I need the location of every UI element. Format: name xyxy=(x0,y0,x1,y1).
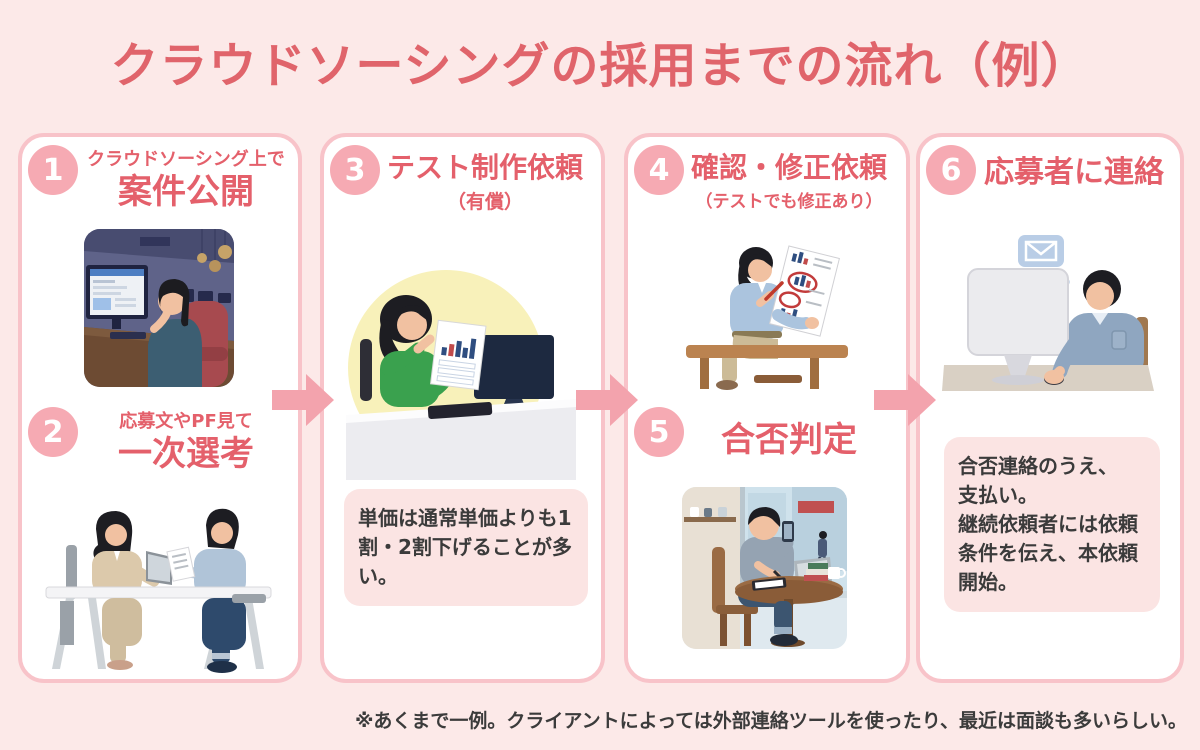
step-1-badge: 1 xyxy=(28,145,78,195)
step-4-title: 確認・修正依頼 xyxy=(690,151,887,184)
step-6-header: 応募者に連絡 xyxy=(974,155,1174,191)
step-2-header: 応募文やPF見て 一次選考 xyxy=(76,411,296,475)
illustration-two-people-reviewing-applications xyxy=(36,489,281,674)
illustration-woman-browsing-office-computer xyxy=(84,229,234,387)
card-step-4-5: 4 確認・修正依頼 （テストでも修正あり） xyxy=(624,133,910,683)
step-6-contact-note: 合否連絡のうえ、 支払い。 継続依頼者には依頼条件を伝え、本依頼開始。 xyxy=(944,437,1160,612)
footnote: ※あくまで一例。クライアントによっては外部連絡ツールを使ったり、最近は面談も多い… xyxy=(354,710,1187,732)
step-1-header: クラウドソーシング上で 案件公開 xyxy=(76,149,296,213)
step-2-title: 一次選考 xyxy=(118,433,254,474)
step-3-badge: 3 xyxy=(330,145,380,195)
step-3-note-under: （有償） xyxy=(446,190,523,213)
illustration-man-emailing-applicant-at-computer xyxy=(942,229,1157,404)
illustration-man-deciding-at-cafe-with-phone xyxy=(682,487,847,649)
step-3-header: テスト制作依頼 （有償） xyxy=(376,151,594,214)
step-6-badge: 6 xyxy=(926,145,976,195)
step-2-subtitle: 応募文やPF見て xyxy=(119,411,253,432)
step-5-badge: 5 xyxy=(634,407,684,457)
page-title: クラウドソーシングの採用までの流れ（例） xyxy=(110,38,1090,94)
step-3-title: テスト制作依頼 xyxy=(386,151,583,184)
step-1-title: 案件公開 xyxy=(118,171,254,212)
step-4-header: 確認・修正依頼 （テストでも修正あり） xyxy=(678,151,900,212)
step-6-title: 応募者に連絡 xyxy=(984,155,1164,190)
step-1-subtitle: クラウドソーシング上で xyxy=(87,149,285,170)
card-step-3: 3 テスト制作依頼 （有償） xyxy=(320,133,605,683)
step-5-header: 合否判定 xyxy=(680,419,898,462)
card-step-1-2: 1 クラウドソーシング上で 案件公開 xyxy=(18,133,302,683)
illustration-woman-marking-revisions-on-document xyxy=(660,229,872,391)
flow-arrow-3 xyxy=(874,374,936,426)
step-4-note-under: （テストでも修正あり） xyxy=(695,191,883,212)
flow-arrow-2 xyxy=(576,374,638,426)
card-step-6: 6 応募者に連絡 xyxy=(916,133,1184,683)
flow-arrow-1 xyxy=(272,374,334,426)
illustration-woman-checking-test-work-at-desk xyxy=(346,265,576,480)
step-4-badge: 4 xyxy=(634,145,684,195)
step-2-badge: 2 xyxy=(28,407,78,457)
step-5-title: 合否判定 xyxy=(721,420,857,460)
step-3-price-note: 単価は通常単価よりも1割・2割下げることが多い。 xyxy=(344,489,588,606)
